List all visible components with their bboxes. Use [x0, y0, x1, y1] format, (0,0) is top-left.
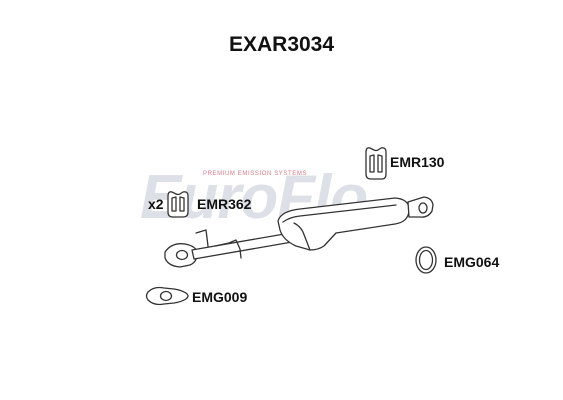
pipe-hanger-bracket	[214, 239, 242, 259]
emr130-rubber-mount	[365, 147, 387, 180]
emr362-label: EMR362	[197, 196, 252, 212]
emr362-quantity: x2	[148, 196, 164, 212]
emr130-label: EMR130	[390, 154, 445, 170]
emg009-label: EMG009	[192, 289, 248, 305]
emg064-gasket-ring	[415, 246, 437, 274]
emr362-rubber-mount	[167, 191, 189, 218]
emg009-flange-gasket	[145, 286, 189, 306]
front-flange	[164, 243, 198, 268]
page-title: EXAR3034	[228, 33, 335, 56]
watermark-tagline: PREMIUM EMISSION SYSTEMS	[203, 171, 308, 177]
rear-outlet	[407, 196, 434, 218]
silencer-box	[277, 197, 410, 251]
emg064-label: EMG064	[444, 254, 500, 270]
